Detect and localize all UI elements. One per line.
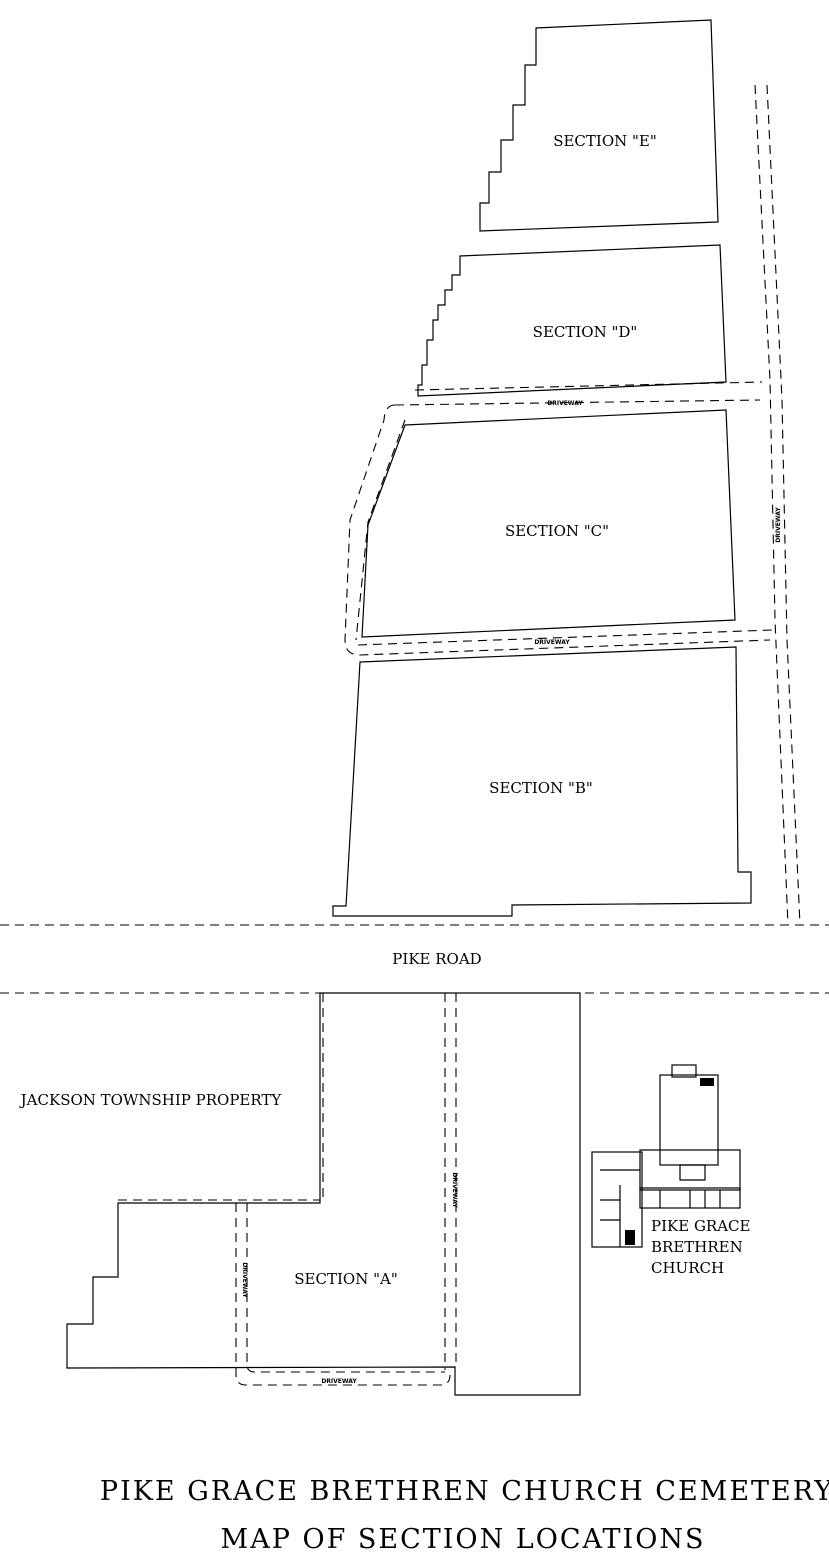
section-a-label: SECTION "A": [294, 1270, 397, 1288]
section-e-label: SECTION "E": [553, 132, 657, 150]
driveway-label: DRIVEWAY: [241, 1262, 248, 1298]
driveway-label: DRIVEWAY: [534, 639, 570, 646]
driveway-label: DRIVEWAY: [321, 1378, 357, 1385]
section-d-boundary[interactable]: [417, 244, 727, 397]
central-driveway-a: [444, 993, 457, 1370]
church-label-line2: BRETHREN: [651, 1238, 743, 1256]
west-driveway-a: [235, 1203, 451, 1386]
section-a-boundary[interactable]: [66, 992, 581, 1396]
map-title: PIKE GRACE BRETHREN CHURCH CEMETERY: [100, 1476, 829, 1507]
section-d-label: SECTION "D": [533, 323, 638, 341]
driveway-c-b: [357, 629, 773, 646]
church-building[interactable]: [591, 1064, 741, 1248]
driveway-label: DRIVEWAY: [775, 507, 782, 543]
church-label-line3: CHURCH: [651, 1259, 724, 1277]
pike-road-label: PIKE ROAD: [392, 950, 481, 968]
section-e-boundary[interactable]: [479, 19, 719, 232]
map-subtitle: MAP OF SECTION LOCATIONS: [221, 1524, 706, 1555]
driveway-d-c: [344, 381, 771, 656]
driveway-label: DRIVEWAY: [547, 400, 583, 407]
section-b-boundary[interactable]: [332, 646, 752, 917]
jackson-township-label: JACKSON TOWNSHIP PROPERTY: [19, 1091, 283, 1109]
east-driveway: [754, 84, 801, 926]
section-b-label: SECTION "B": [489, 779, 593, 797]
church-label-line1: PIKE GRACE: [651, 1217, 750, 1235]
section-c-label: SECTION "C": [505, 522, 609, 540]
section-c-boundary[interactable]: [361, 409, 736, 638]
driveway-label: DRIVEWAY: [451, 1172, 458, 1208]
